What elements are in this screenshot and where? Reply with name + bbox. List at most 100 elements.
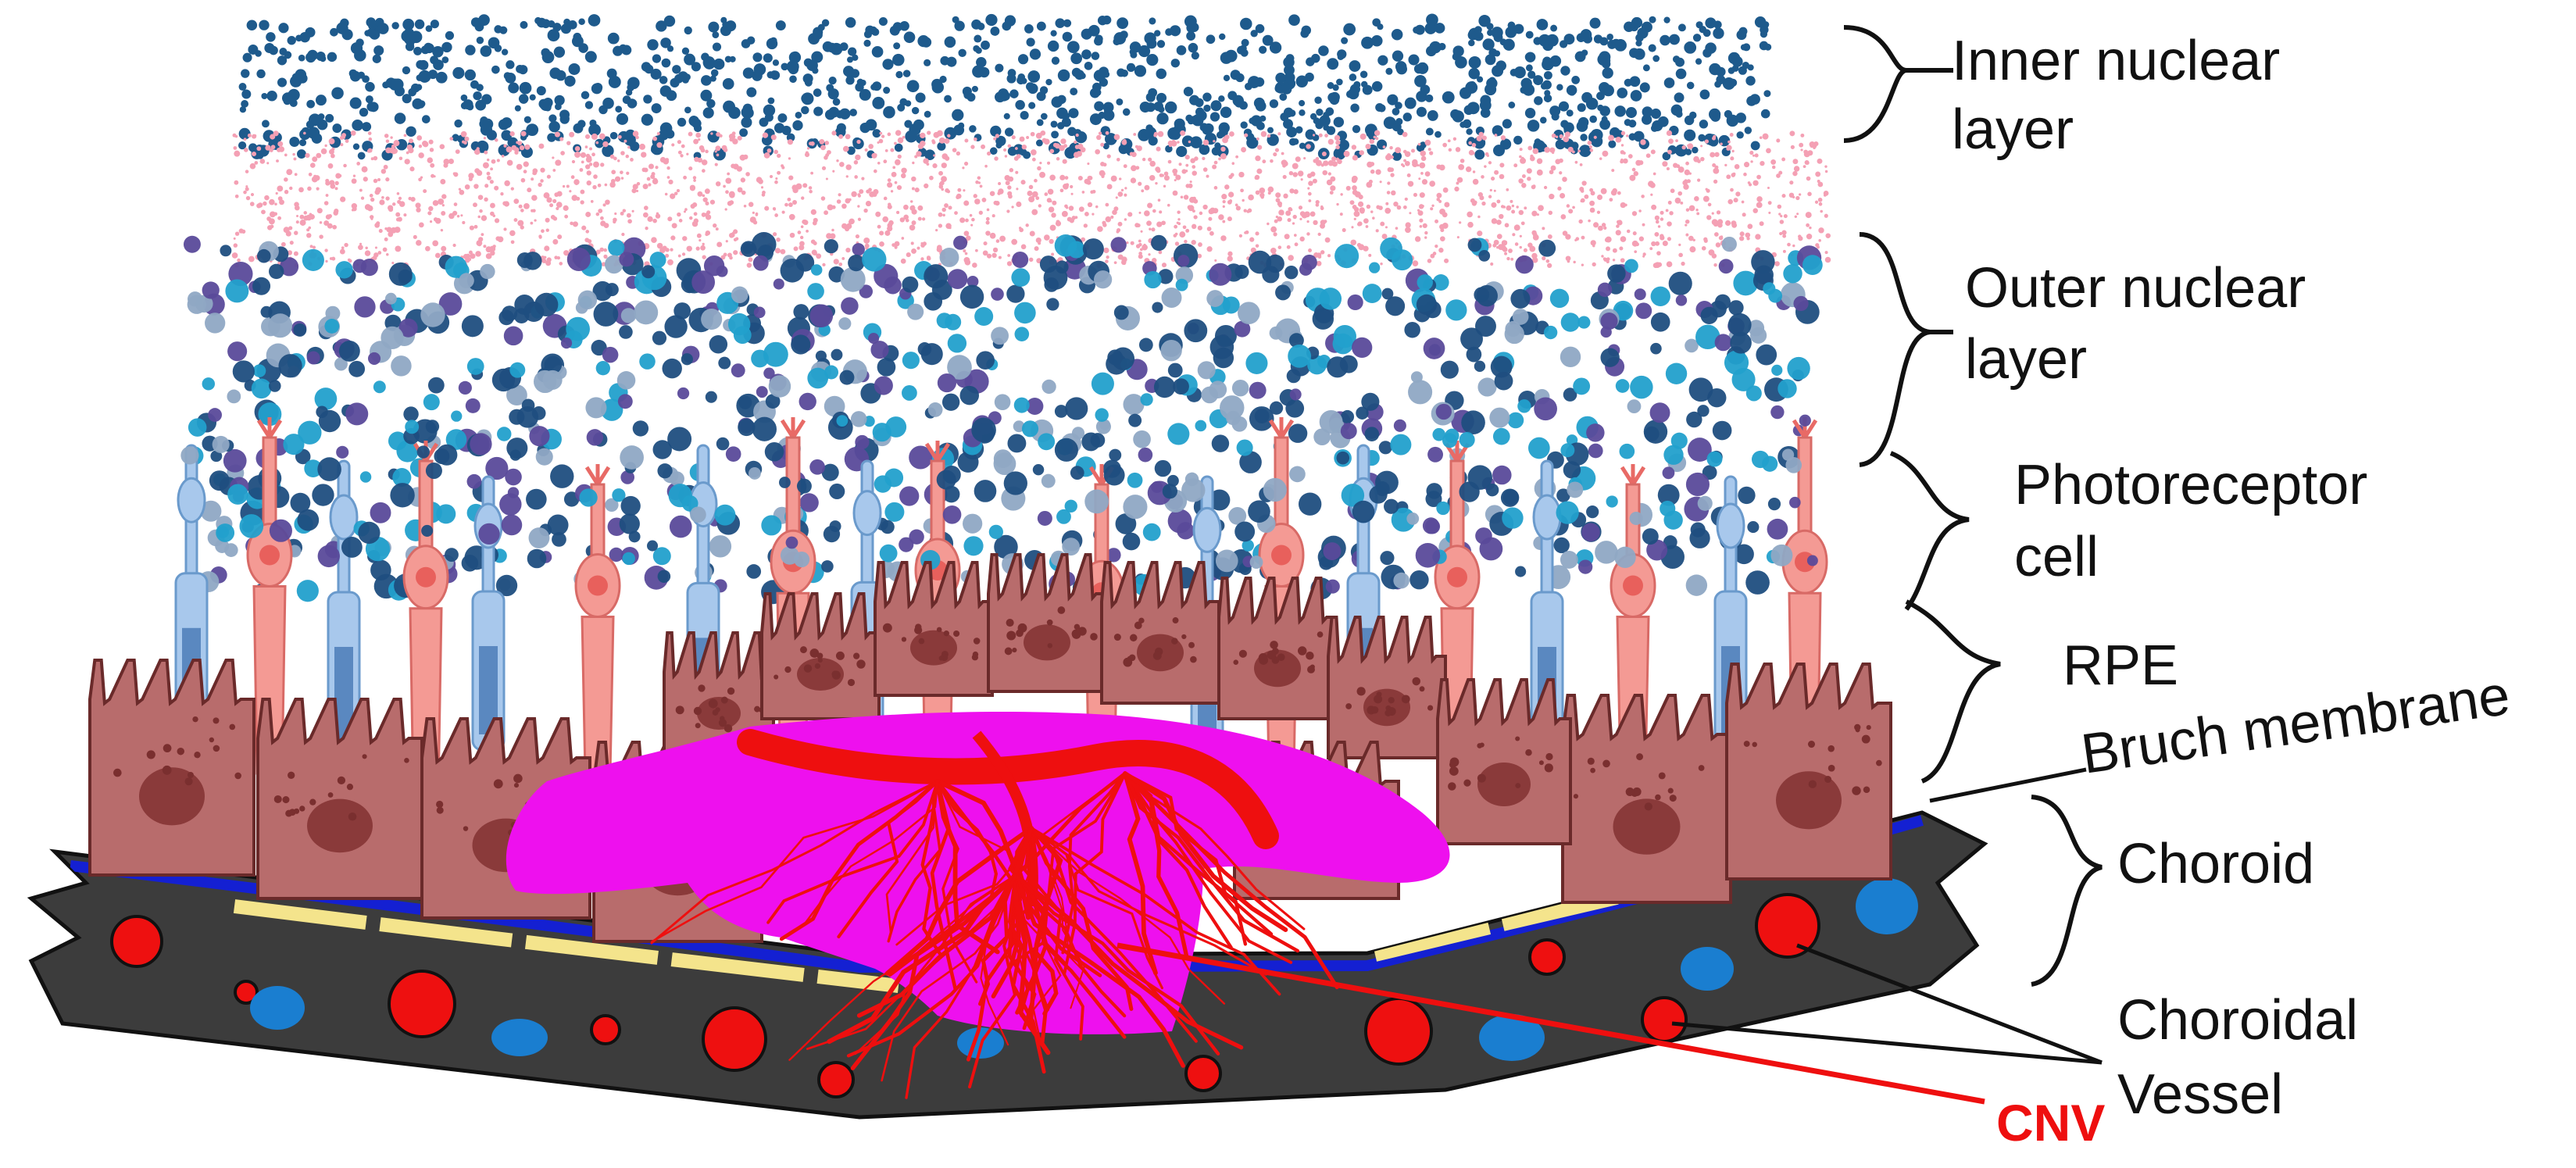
inner-nuclear-cell [1045, 78, 1052, 86]
plexiform-speck [887, 204, 892, 209]
plexiform-speck [1324, 237, 1331, 243]
outer-nuclear-cell [1385, 296, 1406, 316]
plexiform-speck [1560, 193, 1566, 199]
outer-nuclear-cell [1288, 344, 1312, 368]
plexiform-speck [993, 137, 997, 141]
plexiform-speck [364, 250, 371, 256]
outer-nuclear-cell [528, 527, 550, 548]
plexiform-speck [1596, 210, 1601, 214]
plexiform-speck [620, 211, 624, 216]
outer-nuclear-brace [1859, 232, 1931, 467]
inner-nuclear-cell [377, 23, 389, 34]
plexiform-speck [1317, 252, 1322, 258]
outer-nuclear-cell [1662, 466, 1675, 480]
outer-nuclear-cell [1138, 338, 1153, 352]
plexiform-speck [1759, 221, 1764, 227]
outer-nuclear-cell [1427, 446, 1443, 463]
outer-nuclear-cell [1289, 466, 1306, 483]
plexiform-speck [648, 183, 652, 187]
plexiform-speck [1395, 147, 1402, 154]
outer-nuclear-cell [976, 351, 995, 370]
plexiform-speck [1806, 223, 1810, 227]
plexiform-speck [422, 141, 429, 148]
plexiform-speck [1313, 220, 1318, 226]
plexiform-speck [1752, 154, 1756, 157]
plexiform-speck [787, 197, 791, 202]
plexiform-speck [1078, 206, 1084, 213]
outer-nuclear-cell [1070, 466, 1084, 480]
outer-nuclear-cell [577, 290, 598, 310]
plexiform-speck [1087, 162, 1090, 166]
plexiform-speck [233, 237, 236, 240]
inner-nuclear-cell [266, 90, 277, 102]
plexiform-speck [1117, 254, 1124, 260]
outer-nuclear-cell [1600, 326, 1612, 338]
plexiform-speck [716, 241, 723, 248]
inner-nuclear-cell [1361, 36, 1374, 49]
plexiform-speck [1438, 199, 1442, 203]
plexiform-speck [1589, 207, 1595, 213]
plexiform-speck [1193, 198, 1199, 204]
plexiform-speck [965, 218, 969, 223]
plexiform-speck [1506, 188, 1510, 191]
inner-nuclear-cell [1009, 89, 1019, 98]
plexiform-speck [319, 234, 323, 239]
plexiform-speck [1308, 248, 1312, 252]
outer-nuclear-cell [1642, 528, 1659, 545]
outer-nuclear-cell [1095, 408, 1109, 422]
plexiform-speck [1577, 149, 1581, 153]
plexiform-speck [627, 219, 632, 224]
inner-nuclear-cell [1597, 53, 1610, 66]
outer-nuclear-cell [619, 513, 640, 534]
outer-nuclear-cell [1534, 397, 1557, 421]
plexiform-speck [822, 263, 826, 267]
plexiform-speck [735, 237, 739, 241]
plexiform-speck [857, 205, 860, 208]
plexiform-speck [819, 139, 825, 145]
plexiform-speck [1652, 172, 1656, 176]
inner-nuclear-cell [1240, 17, 1252, 30]
plexiform-speck [808, 186, 813, 190]
plexiform-speck [325, 214, 331, 220]
inner-nuclear-cell [772, 59, 780, 66]
outer-nuclear-cell [1685, 338, 1699, 353]
plexiform-speck [963, 189, 966, 192]
plexiform-speck [1356, 242, 1362, 248]
inner-nuclear-cell [741, 105, 754, 119]
inner-nuclear-cell [588, 14, 601, 27]
inner-nuclear-cell [710, 69, 719, 77]
plexiform-speck [237, 258, 241, 263]
inner-nuclear-cell [1597, 104, 1604, 112]
inner-nuclear-cell [1750, 141, 1760, 151]
inner-nuclear-cell [246, 20, 258, 31]
plexiform-speck [897, 137, 904, 144]
plexiform-speck [557, 234, 563, 240]
inner-nuclear-cell [1372, 18, 1381, 27]
outer-nuclear-cell [1289, 388, 1302, 401]
plexiform-speck [997, 191, 1001, 195]
rpe-cells [88, 553, 1892, 943]
inner-nuclear-cell [944, 95, 952, 103]
outer-nuclear-cell [317, 457, 341, 481]
outer-nuclear-cell [947, 269, 968, 289]
outer-nuclear-cell [1113, 305, 1129, 320]
outer-nuclear-cell [1167, 363, 1183, 378]
plexiform-speck [1601, 255, 1604, 258]
inner-nuclear-cell [362, 75, 370, 84]
outer-nuclear-cell [763, 341, 788, 367]
plexiform-speck [1385, 202, 1389, 205]
outer-nuclear-cell [947, 334, 967, 353]
plexiform-speck [532, 168, 538, 174]
plexiform-speck [1234, 203, 1238, 207]
plexiform-speck [1336, 202, 1339, 206]
plexiform-speck [1511, 204, 1515, 208]
plexiform-speck [289, 186, 293, 191]
inner-nuclear-cell [628, 98, 638, 108]
plexiform-speck [386, 253, 389, 256]
plexiform-speck [714, 163, 718, 166]
plexiform-speck [1350, 239, 1356, 246]
plexiform-speck [1167, 159, 1172, 164]
inner-nuclear-cell [480, 123, 493, 136]
inner-nuclear-cell [1295, 126, 1303, 134]
plexiform-speck [1557, 186, 1562, 191]
